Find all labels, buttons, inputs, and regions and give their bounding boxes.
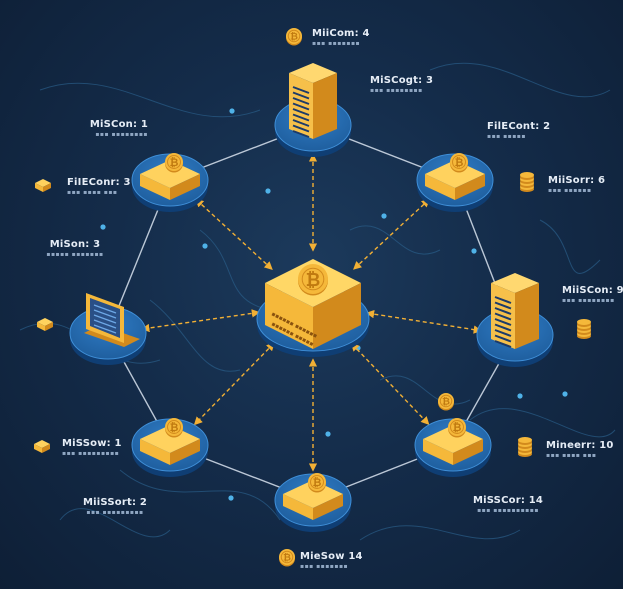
svg-text:₿: ₿: [442, 397, 450, 408]
label-bottom-left-chip: MiSSow: 1 ▪▪▪ ▪▪▪▪▪▪▪▪▪: [62, 438, 122, 458]
label-top-right-node: FilECont: 2 ▪▪▪ ▪▪▪▪▪: [487, 121, 550, 141]
label-title: MiiCom: 4: [312, 28, 370, 39]
label-title: MiiSCon: 9: [562, 285, 623, 296]
background-wire: [39, 82, 261, 118]
label-title: FiIEConr: 3: [67, 177, 131, 188]
label-subtitle: ▪▪▪ ▪▪▪▪▪▪▪: [312, 40, 361, 47]
label-title: FilECont: 2: [487, 121, 551, 132]
label-title: Mineerr: 10: [546, 440, 614, 451]
coin-icon: ₿: [438, 393, 454, 411]
label-title: MiSCogt: 3: [370, 75, 434, 86]
svg-text:₿: ₿: [455, 156, 464, 169]
network-dot: [381, 213, 387, 219]
background-wire: [429, 62, 611, 98]
hub-connection-arrow: [365, 309, 483, 334]
bitcoin-chip-icon: ₿: [283, 473, 343, 520]
label-subtitle: ▪▪▪ ▪▪▪▪▪▪▪▪: [562, 297, 615, 304]
coin-icon: ₿: [279, 549, 295, 567]
label-subtitle: ▪▪▪▪▪ ▪▪▪▪▪▪▪: [46, 251, 104, 258]
network-dot: [228, 495, 234, 501]
coin-stack-icon: [518, 437, 532, 457]
label-subtitle: ▪▪▪ ▪▪▪▪▪: [487, 133, 526, 140]
label-title: MieSow 14: [300, 551, 363, 562]
background-wire: [379, 375, 471, 405]
svg-text:₿: ₿: [313, 476, 322, 489]
label-bottom-left: MiiSSort: 2 ▪▪▪ ▪▪▪▪▪▪▪▪▪: [76, 497, 154, 517]
svg-text:₿: ₿: [170, 421, 179, 434]
bitcoin-chip-icon: ₿: [423, 418, 483, 465]
label-subtitle: ▪▪▪ ▪▪▪▪▪▪▪▪▪▪: [477, 507, 539, 514]
network-dot: [229, 108, 235, 114]
laptop-icon: [84, 293, 140, 347]
network-dot: [562, 391, 568, 397]
network-dot: [471, 248, 477, 254]
bitcoin-chip-icon: ₿: [140, 153, 200, 200]
server-icon: [491, 273, 539, 349]
label-subtitle: ▪▪▪ ▪▪▪▪ ▪▪▪: [546, 452, 597, 459]
svg-text:₿: ₿: [453, 421, 462, 434]
server-icon: [289, 63, 337, 139]
network-dot: [100, 224, 106, 230]
hub-connection-arrow: [353, 198, 430, 270]
svg-text:₿: ₿: [290, 32, 298, 43]
chip-icon: [35, 179, 51, 192]
hub-connection-arrow: [141, 309, 261, 333]
label-title: MiSSow: 1: [62, 438, 122, 449]
label-top-server: MiSCogt: 3 ▪▪▪ ▪▪▪▪▪▪▪▪: [370, 75, 433, 95]
svg-text:₿: ₿: [306, 270, 321, 291]
label-left-upper: MiSon: 3 ▪▪▪▪▪ ▪▪▪▪▪▪▪: [40, 239, 110, 259]
network-dot: [265, 188, 271, 194]
label-bottom-coin: MieSow 14 ▪▪▪ ▪▪▪▪▪▪▪: [300, 551, 363, 571]
label-title: MiSon: 3: [49, 239, 101, 250]
background-wire: [469, 408, 616, 438]
hub-connection-arrow: [195, 198, 273, 270]
label-top-left-node: MiSCon: 1 ▪▪▪ ▪▪▪▪▪▪▪▪: [78, 119, 148, 139]
network-dot: [517, 393, 523, 399]
label-left-chip: FiIEConr: 3 ▪▪▪ ▪▪▪▪ ▪▪▪: [67, 177, 131, 197]
coin-stack-icon: [520, 172, 534, 192]
label-title: MiSSCor: 14: [472, 495, 544, 506]
background-wire: [119, 469, 281, 521]
network-dot: [325, 431, 331, 437]
label-subtitle: ▪▪▪ ▪▪▪▪▪▪▪▪▪: [86, 509, 144, 516]
chip-icon: [34, 440, 50, 453]
background-wire: [539, 219, 601, 274]
bitcoin-chip-icon: ₿: [140, 418, 200, 465]
label-subtitle: ▪▪▪ ▪▪▪▪▪▪▪: [300, 563, 349, 570]
chip-icon: [37, 318, 53, 331]
svg-text:₿: ₿: [170, 156, 179, 169]
hub-connection-arrow: [350, 342, 430, 426]
label-subtitle: ▪▪▪ ▪▪▪▪▪▪▪▪: [95, 131, 148, 138]
label-bottom-right-coins: Mineerr: 10 ▪▪▪ ▪▪▪▪ ▪▪▪: [546, 440, 614, 460]
label-title: MiiSorr: 6: [548, 175, 606, 186]
label-subtitle: ▪▪▪ ▪▪▪▪ ▪▪▪: [67, 189, 118, 196]
label-title: MiiSSort: 2: [83, 497, 147, 508]
label-bottom-right: MiSSCor: 14 ▪▪▪ ▪▪▪▪▪▪▪▪▪▪: [468, 495, 548, 515]
label-subtitle: ▪▪▪ ▪▪▪▪▪▪▪▪▪: [62, 450, 120, 457]
label-subtitle: ▪▪▪ ▪▪▪▪▪▪▪▪: [370, 87, 423, 94]
background-wire: [59, 508, 171, 538]
label-subtitle: ▪▪▪ ▪▪▪▪▪▪: [548, 187, 592, 194]
label-top-coin: MiiCom: 4 ▪▪▪ ▪▪▪▪▪▪▪: [312, 28, 370, 48]
label-right-server: MiiSCon: 9 ▪▪▪ ▪▪▪▪▪▪▪▪: [562, 285, 623, 305]
background-wire: [199, 229, 271, 311]
coin-stack-icon: [577, 319, 591, 339]
label-right-coins: MiiSorr: 6 ▪▪▪ ▪▪▪▪▪▪: [548, 175, 605, 195]
svg-text:₿: ₿: [283, 553, 291, 564]
label-title: MiSCon: 1: [89, 119, 148, 130]
bitcoin-chip-icon: ₿: [425, 153, 485, 200]
hub-connection-arrow: [193, 342, 275, 426]
background-wire: [149, 299, 241, 372]
coin-icon: ₿: [286, 28, 302, 46]
network-dot: [202, 243, 208, 249]
background-wire: [359, 525, 521, 541]
